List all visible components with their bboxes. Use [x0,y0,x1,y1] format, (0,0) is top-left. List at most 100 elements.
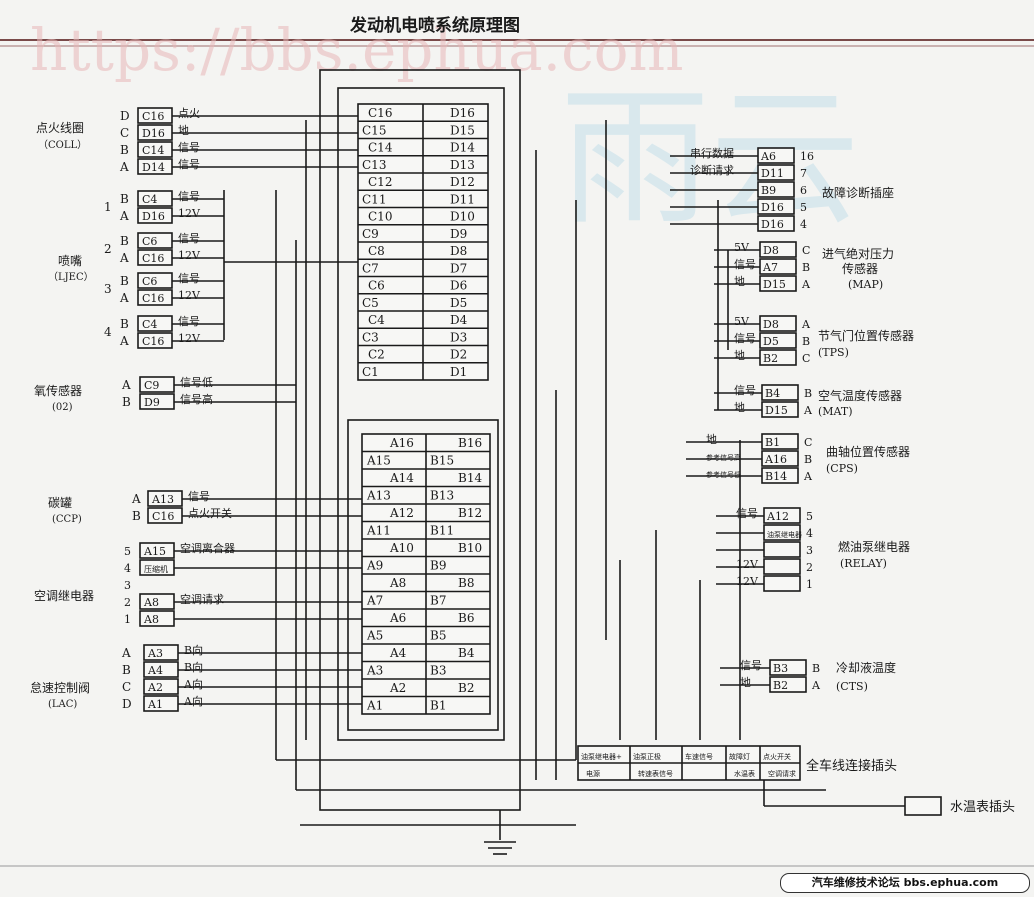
connector-pin-letter: C [122,680,131,694]
connector-pin-label: C14 [142,144,164,157]
ecu-pin-d: D11 [450,192,475,206]
ecu-pin-d: D9 [450,227,467,241]
signal-label: 12V [736,575,759,588]
connector-pin-tag: 4 [800,218,807,231]
connector-pin-tag: A [803,404,813,417]
tps-name: 节气门位置传感器 [818,328,914,343]
signal-label: 信号 [178,141,200,154]
ecu-pin-d: D5 [450,296,467,310]
cts-name: 冷却液温度 [836,660,896,675]
signal-label: 参考信号低 [706,470,741,479]
signal-label: B向 [184,643,203,657]
map-name2: 传感器 [842,261,878,276]
ecu-pin-a: A9 [366,559,383,573]
signal-label: 诊断请求 [690,163,734,177]
connector-pin-label: D16 [142,210,165,223]
connector-pin-label: D16 [761,201,784,214]
ecu-pin-c: C16 [368,106,392,120]
connector-pin-tag: 5 [800,201,807,214]
signal-label: 空调请求 [180,592,224,606]
connector-cell-top: 故障灯 [729,752,750,761]
ecu-pin-a: A1 [366,699,383,713]
connector-pin [763,558,801,575]
watermark-url: https://bbs.ephua.com [30,16,684,84]
ecu-pin-c: C9 [362,227,379,241]
connector-pin-letter: B [120,143,129,157]
connector-pin [763,541,801,558]
forum-footer-badge[interactable]: 汽车维修技术论坛 bbs.ephua.com [780,873,1030,893]
signal-label: 12V [178,289,201,302]
connector-pin-label: A8 [143,613,159,626]
connector-pin-tag: 6 [800,184,807,197]
ecu-pin-b: B1 [430,699,446,713]
signal-label: 信号 [740,659,762,672]
harness-wires [275,69,905,855]
connector-pin-label: A2 [147,681,163,694]
connector-pin-number: 4 [124,562,131,575]
iac-name: 怠速控制阀 [30,681,90,695]
ecu-pin-c: C14 [368,141,393,155]
ecu-pin-b: B7 [430,594,446,608]
ecu-pin-a: A16 [389,436,414,450]
connector-pin-letter: B [132,509,141,523]
ecu-pin-a: A3 [366,664,383,678]
signal-label: 信号 [178,272,200,285]
ecu-pin-c: C4 [368,313,385,327]
ecu-pin-a: A4 [389,646,407,660]
connector-pin-number: 1 [124,613,131,626]
gauge-name: 水温表插头 [950,800,1015,815]
connector-pin-label: A3 [147,647,163,660]
injector-number: 2 [104,242,112,256]
coil-name: 点火线圈 [36,121,84,135]
connector-pin-tag: A [811,679,821,692]
ecu-pin-b: B2 [458,681,474,695]
map-name: 进气绝对压力 [822,246,894,261]
ac-relay-name: 空调继电器 [34,589,94,603]
connector-pin-label: B9 [761,184,776,197]
canister-name: 碳罐 [48,496,72,510]
ecu-pin-d: D12 [450,175,475,189]
connector-cell-top: 油泵继电器+ [581,752,622,761]
map-sub: (MAP) [848,278,883,291]
connector-pin-label: C16 [142,110,164,123]
ecu-pin-d: D4 [450,313,468,327]
connector-pin-label: C16 [142,292,164,305]
connector-pin-label: C16 [142,252,164,265]
connector-pin-letter: A [119,209,129,223]
connector-pin-label: A15 [143,545,166,558]
injector-number: 1 [104,200,112,214]
ecu-pin-d: D13 [450,158,475,172]
ecu-pin-d: D6 [450,279,467,293]
mat-name: 空气温度传感器 [818,388,902,403]
connector-pin-letter: B [122,663,131,677]
signal-label: A向 [183,694,203,708]
ecu-pin-b: B5 [430,629,446,643]
connector-pin [763,575,801,592]
signal-label: 信号 [734,384,756,397]
ecu-pin-d: D1 [450,365,467,379]
ecu-pin-b: B6 [458,611,474,625]
diag-name: 故障诊断插座 [822,185,894,200]
connector-pin-letter: B [120,274,129,288]
ecu-pin-c: C8 [368,244,385,258]
ecu-pin-c: C11 [362,192,386,206]
connector-name: 全车线连接插头 [806,758,897,774]
signal-label: 5V [734,315,750,328]
connector-pin-letter: B [120,192,129,206]
connector-pin-label: B2 [773,679,788,692]
connector-pin-letter: D [122,697,132,711]
connector-pin-tag: B [802,335,810,348]
ecu-pin-a: A7 [366,594,383,608]
vehicle-harness-connector: 油泵继电器+油泵正极车速信号故障灯点火开关电源转速表信号水温表空调请求 全车线连… [577,745,897,781]
connector-pin-label: C4 [142,193,157,206]
signal-label: 12V [736,558,759,571]
ecu-pin-b: B15 [430,454,454,468]
connector-pin-tag: B [804,453,812,466]
signal-label: 地 [734,401,745,414]
connector-pin-label: C4 [142,318,157,331]
signal-label: 地 [734,349,745,362]
ecu-pin-d: D14 [450,141,475,155]
